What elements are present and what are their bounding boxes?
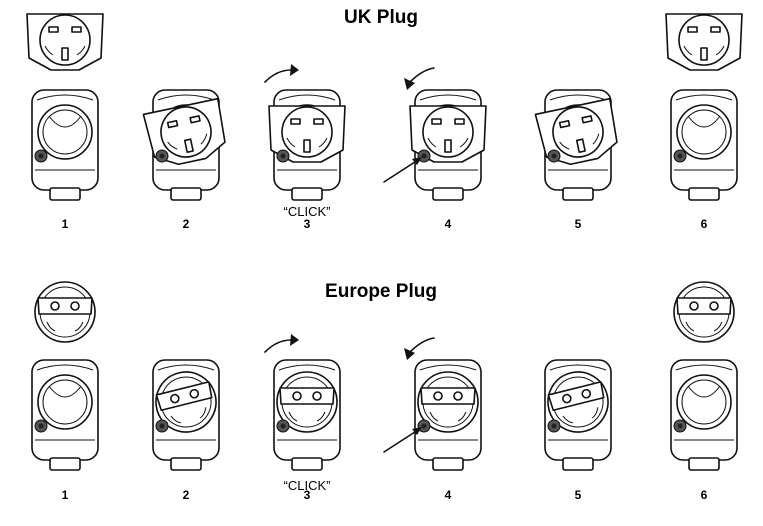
usb-tab [563, 458, 593, 470]
uk-pin-right [72, 27, 81, 32]
uk-pin-earth [62, 48, 68, 60]
loose-uk-adapter [666, 14, 742, 70]
loose-eu-adapter [35, 282, 95, 342]
clockwise-arrowhead [290, 64, 299, 76]
uk-pin-earth [701, 48, 707, 60]
europe-section: 1 2 3“CLICK” 4 5 6 [32, 282, 737, 502]
release-button-dot [160, 154, 165, 159]
usb-tab [50, 188, 80, 200]
release-button-dot [678, 154, 683, 159]
pointer-line [384, 160, 418, 182]
usb-tab [563, 188, 593, 200]
step-number: 1 [62, 217, 69, 231]
europe-step-3: 3“CLICK” [265, 334, 340, 502]
release-button-dot [422, 424, 427, 429]
step-number: 6 [701, 217, 708, 231]
uk-pin-earth [304, 140, 310, 152]
release-button-dot [281, 424, 286, 429]
europe-plug-title: Europe Plug [325, 281, 437, 302]
click-label: “CLICK” [284, 478, 331, 493]
europe-step-4: 4 [384, 338, 481, 502]
release-button-dot [552, 424, 557, 429]
uk-step-4: 4 [384, 68, 486, 231]
uk-step-6: 6 [666, 14, 742, 231]
step-number: 3 [304, 217, 311, 231]
uk-pin-left [560, 121, 570, 128]
uk-pin-left [49, 27, 58, 32]
eu-adapter-bar [280, 388, 334, 404]
uk-pin-left [168, 121, 178, 128]
release-button-dot [160, 424, 165, 429]
clockwise-arrowhead [290, 334, 299, 346]
eu-pin-right [454, 392, 462, 400]
uk-plug-title: UK Plug [344, 7, 418, 28]
release-button-dot [281, 154, 286, 159]
eu-pin-right [313, 392, 321, 400]
uk-pin-earth [445, 140, 451, 152]
uk-step-1: 1 [27, 14, 103, 231]
usb-tab [171, 458, 201, 470]
uk-pin-right [190, 116, 200, 123]
step-number: 6 [701, 488, 708, 502]
uk-step-3: 3“CLICK” [265, 64, 345, 231]
uk-pin-right [455, 119, 464, 124]
eu-adapter-bar [677, 298, 731, 314]
release-button-dot [552, 154, 557, 159]
usb-tab [689, 188, 719, 200]
release-button-dot [422, 154, 427, 159]
uk-pin-right [314, 119, 323, 124]
uk-pin-left [688, 27, 697, 32]
step-number: 2 [183, 488, 190, 502]
loose-uk-adapter [27, 14, 103, 70]
release-button-dot [678, 424, 683, 429]
eu-pin-left [293, 392, 301, 400]
diagram-rows: 123“CLICK”456123“CLICK”456 [27, 14, 742, 502]
europe-step-1: 1 [32, 282, 98, 502]
eu-pin-left [434, 392, 442, 400]
pointer-line [384, 430, 418, 452]
uk-pin-left [291, 119, 300, 124]
usb-tab [50, 458, 80, 470]
europe-step-6: 6 [671, 282, 737, 502]
eu-pin-left [51, 302, 59, 310]
uk-pin-right [711, 27, 720, 32]
eu-pin-right [71, 302, 79, 310]
usb-tab [171, 188, 201, 200]
uk-pin-right [582, 116, 592, 123]
eu-pin-right [710, 302, 718, 310]
socket-ring [38, 375, 92, 429]
eu-pin-left [690, 302, 698, 310]
step-number: 5 [575, 488, 582, 502]
eu-adapter-bar [421, 388, 475, 404]
europe-step-2: 2 [150, 360, 223, 502]
step-number: 4 [445, 217, 452, 231]
eu-adapter-bar [38, 298, 92, 314]
usb-tab [433, 458, 463, 470]
click-label: “CLICK” [284, 204, 331, 219]
step-number: 1 [62, 488, 69, 502]
uk-step-2: 2 [143, 90, 229, 231]
usb-tab [292, 458, 322, 470]
clockwise-arrow [265, 340, 291, 352]
loose-eu-adapter [674, 282, 734, 342]
usb-tab [689, 458, 719, 470]
uk-section: 1 2 3“CLICK” 4 5 6 [27, 14, 742, 231]
counter-clockwise-arrow [410, 68, 434, 82]
counter-clockwise-arrow [410, 338, 434, 352]
socket-ring [38, 105, 92, 159]
release-button-dot [39, 154, 44, 159]
usb-tab [292, 188, 322, 200]
socket-ring [677, 105, 731, 159]
step-number: 2 [183, 217, 190, 231]
release-button-dot [39, 424, 44, 429]
usb-tab [433, 188, 463, 200]
socket-ring [677, 375, 731, 429]
clockwise-arrow [265, 70, 291, 82]
uk-step-5: 5 [535, 90, 621, 231]
step-number: 5 [575, 217, 582, 231]
step-number: 4 [445, 488, 452, 502]
europe-step-5: 5 [542, 360, 615, 502]
uk-pin-left [432, 119, 441, 124]
